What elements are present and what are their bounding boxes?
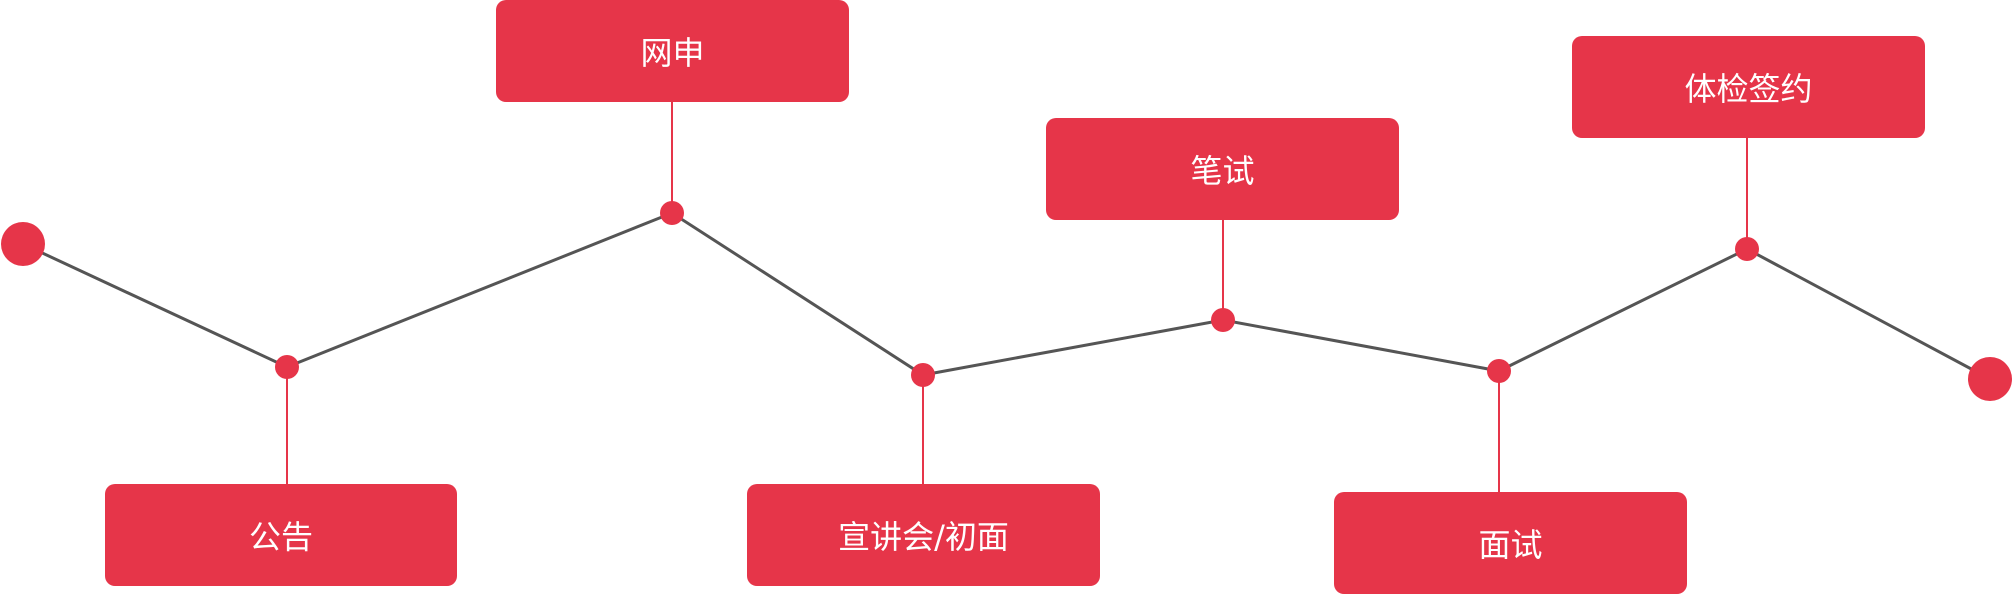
step-node-dot [1487,359,1511,383]
timeline-path [22,211,1991,381]
step-box-announcement[interactable]: 公告 [105,484,457,586]
step-box-presentation-first-interview[interactable]: 宣讲会/初面 [747,484,1100,586]
step-node-dot [1735,237,1759,261]
step-box-written-test[interactable]: 笔试 [1046,118,1399,220]
step-label: 笔试 [1190,152,1255,190]
step-box-interview[interactable]: 面试 [1334,492,1687,594]
endpoint-dot [1968,357,2012,401]
step-label: 宣讲会/初面 [838,518,1009,556]
step-node-dot [1211,308,1235,332]
step-box-medical-signing[interactable]: 体检签约 [1572,36,1925,138]
step-box-online-application[interactable]: 网申 [496,0,849,102]
step-node-dot [275,355,299,379]
step-label: 公告 [248,518,313,556]
step-node-dot [660,201,684,225]
endpoint-dot [1,222,45,266]
step-label: 网申 [640,34,705,72]
step-label: 体检签约 [1684,70,1813,108]
step-label: 面试 [1478,526,1543,564]
step-node-dot [911,363,935,387]
